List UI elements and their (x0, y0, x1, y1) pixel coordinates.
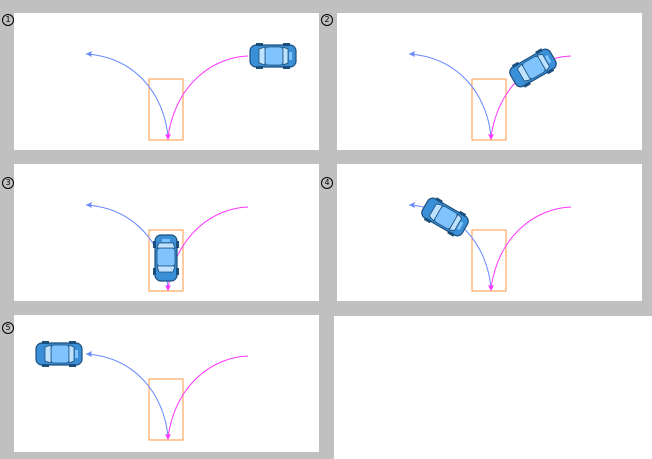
parking-slot (471, 78, 507, 141)
entry-path (167, 355, 249, 438)
entry-arrowhead (165, 134, 171, 140)
exit-arrowhead (86, 351, 92, 357)
car (35, 341, 83, 367)
entry-path (167, 55, 249, 138)
scene-1 (85, 43, 297, 141)
car (509, 48, 557, 88)
parking-slot (148, 229, 184, 292)
exit-path (85, 53, 169, 138)
panel-3 (14, 164, 319, 301)
step-number-1: 1 (2, 14, 14, 26)
step-number-5: 5 (2, 322, 14, 334)
parking-slot (148, 378, 184, 441)
panel-2 (337, 13, 642, 150)
exit-arrowhead (86, 202, 92, 208)
car (421, 197, 469, 237)
scene-4 (408, 197, 572, 292)
step-number-3: 3 (2, 177, 14, 189)
panel-1 (14, 13, 319, 150)
panel-4 (337, 164, 642, 301)
empty-panel (334, 316, 652, 459)
scene-2 (408, 48, 572, 141)
exit-path (408, 53, 492, 138)
entry-arrowhead (488, 285, 494, 291)
entry-path (490, 206, 572, 289)
entry-arrowhead (165, 434, 171, 440)
car (249, 43, 297, 69)
entry-path (167, 206, 249, 289)
exit-arrowhead (409, 202, 415, 208)
entry-arrowhead (488, 134, 494, 140)
car (153, 234, 179, 282)
entry-arrowhead (165, 285, 171, 291)
scene-5 (35, 341, 249, 441)
step-number-4: 4 (321, 177, 333, 189)
step-number-2: 2 (321, 14, 333, 26)
panel-5 (14, 315, 319, 452)
exit-path (85, 353, 169, 438)
exit-arrowhead (86, 51, 92, 57)
scene-3 (85, 202, 249, 292)
parking-slot (148, 78, 184, 141)
exit-arrowhead (409, 51, 415, 57)
parking-slot (471, 229, 507, 292)
